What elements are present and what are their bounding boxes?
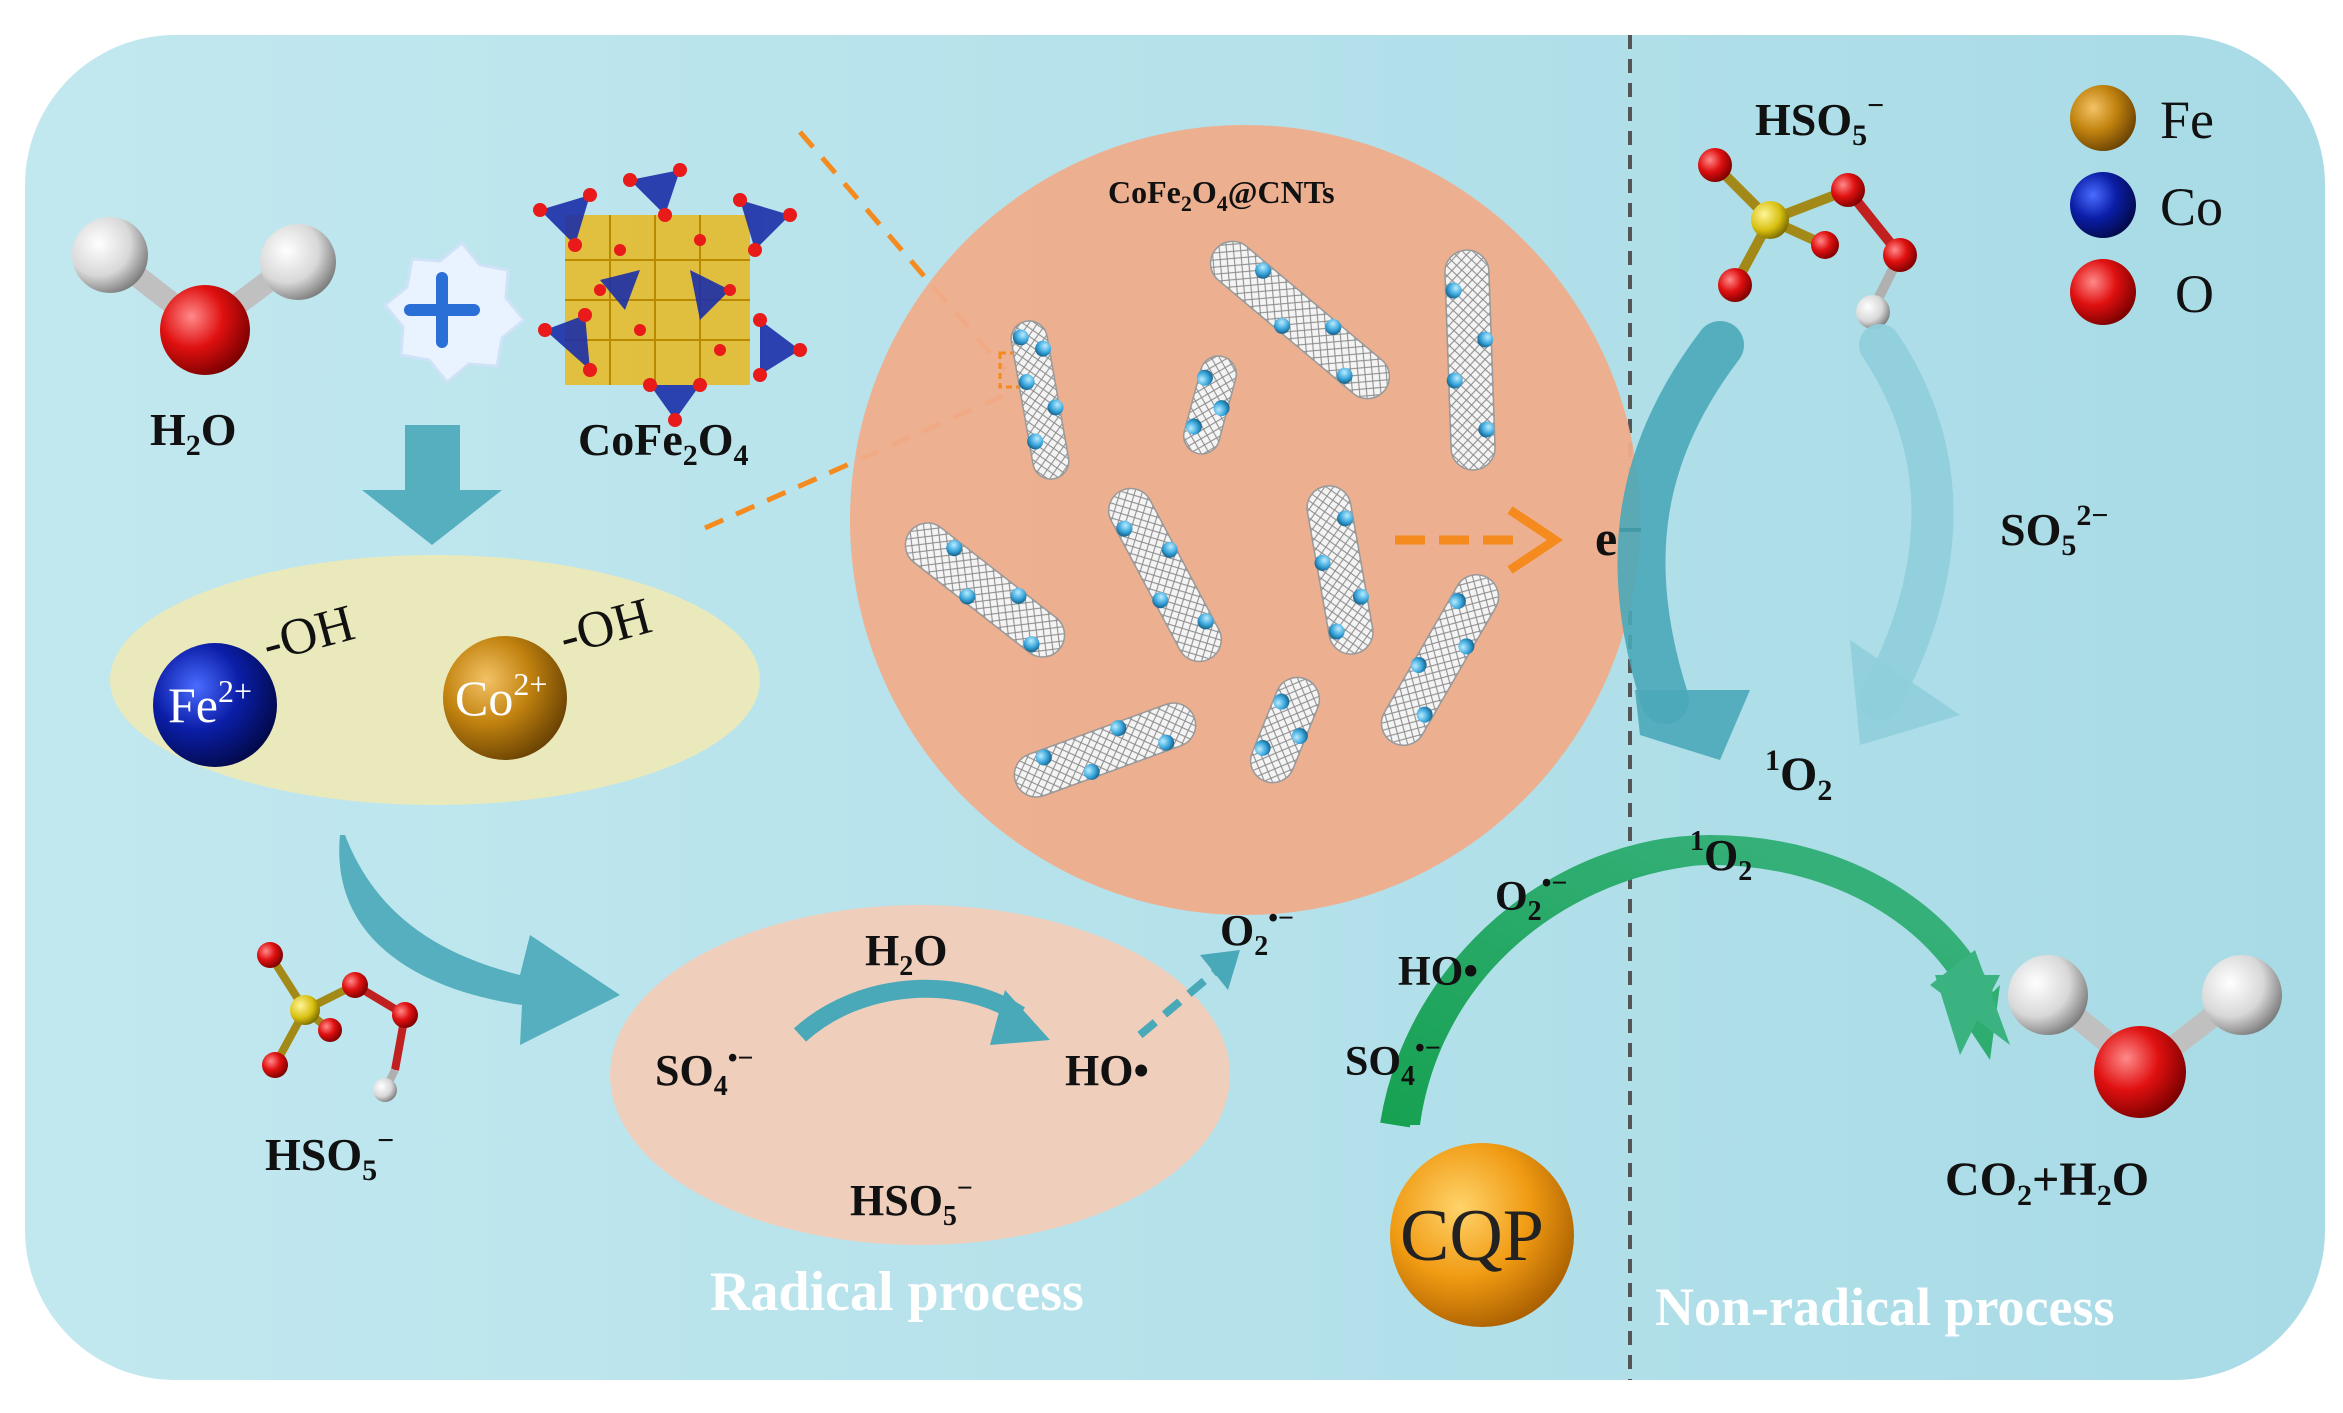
ho-to-o2-arrow — [1137, 968, 1218, 1039]
ho-radical-label: HO• — [1065, 1046, 1149, 1095]
hso5-top-label: HSO5− — [1755, 89, 1884, 152]
ion-ellipse — [110, 555, 760, 805]
hso5-molecule-top — [1698, 148, 1917, 329]
co-ion-sphere — [443, 636, 567, 760]
legend-co-swatch — [2070, 172, 2136, 238]
element-legend: Fe Co O — [2070, 85, 2223, 325]
fe-ion-sphere — [153, 643, 277, 767]
legend-fe-label: Fe — [2160, 90, 2214, 150]
legend-co-label: Co — [2160, 177, 2223, 237]
arc-singlet-o2-label: 1O2 — [1690, 826, 1752, 887]
cofe2o4-crystal — [533, 163, 807, 427]
legend-o-label: O — [2175, 264, 2214, 324]
arc-so4-label: SO4•− — [1345, 1033, 1441, 1092]
hso5-to-singlet-arrow — [1617, 321, 1750, 760]
plus-badge — [382, 240, 527, 385]
products-label: CO2+H2O — [1945, 1153, 2149, 1212]
fe-ion-label: Fe2+ — [168, 673, 252, 733]
singlet-o2-top-label: 1O2 — [1765, 744, 1832, 807]
green-arc-arrow — [1380, 834, 2010, 1128]
curved-arrow-to-radical — [339, 835, 620, 1045]
so4-to-ho-arrow-head — [990, 990, 1050, 1045]
zoom-guide-top — [798, 130, 1007, 372]
legend-o-swatch — [2070, 259, 2136, 325]
arc-ho-label: HO• — [1398, 949, 1478, 995]
cqp-label: CQP — [1400, 1195, 1544, 1277]
ho-to-o2-arrow-head — [1200, 950, 1240, 990]
water-molecule-right — [2008, 955, 2282, 1118]
water-label-left: H2O — [150, 404, 237, 462]
hso5-molecule-left — [257, 942, 418, 1102]
so4-to-ho-arrow — [793, 979, 1025, 1042]
co-ion-label: Co2+ — [455, 666, 547, 726]
arc-o2-label: O2•− — [1495, 868, 1567, 927]
hso5-ellipse-label: HSO5− — [850, 1173, 973, 1232]
hso5-label-left: HSO5− — [265, 1124, 394, 1187]
plus-icon — [404, 272, 480, 348]
composite-label: CoFe2O4@CNTs — [1108, 174, 1335, 216]
water-molecule-left — [72, 217, 336, 375]
nanotubes — [904, 240, 1500, 798]
cqp-sphere — [1390, 1143, 1574, 1327]
so5-to-singlet-arrow — [1850, 324, 1960, 745]
o2-radical-label: O2•− — [1220, 903, 1294, 962]
legend-fe-swatch — [2070, 85, 2136, 151]
radical-process-label: Radical process — [710, 1261, 1084, 1323]
composite-circle — [850, 125, 1640, 915]
so4-radical-label: SO4•− — [655, 1043, 753, 1102]
non-radical-process-label: Non-radical process — [1655, 1277, 2114, 1337]
so5-label: SO52− — [2000, 499, 2108, 562]
down-arrow — [362, 425, 502, 545]
radical-ellipse — [610, 905, 1230, 1245]
cofe2o4-label: CoFe2O4 — [578, 414, 749, 472]
electron-arrow-head — [1507, 506, 1564, 574]
h2o-arrow-label: H2O — [865, 926, 947, 982]
